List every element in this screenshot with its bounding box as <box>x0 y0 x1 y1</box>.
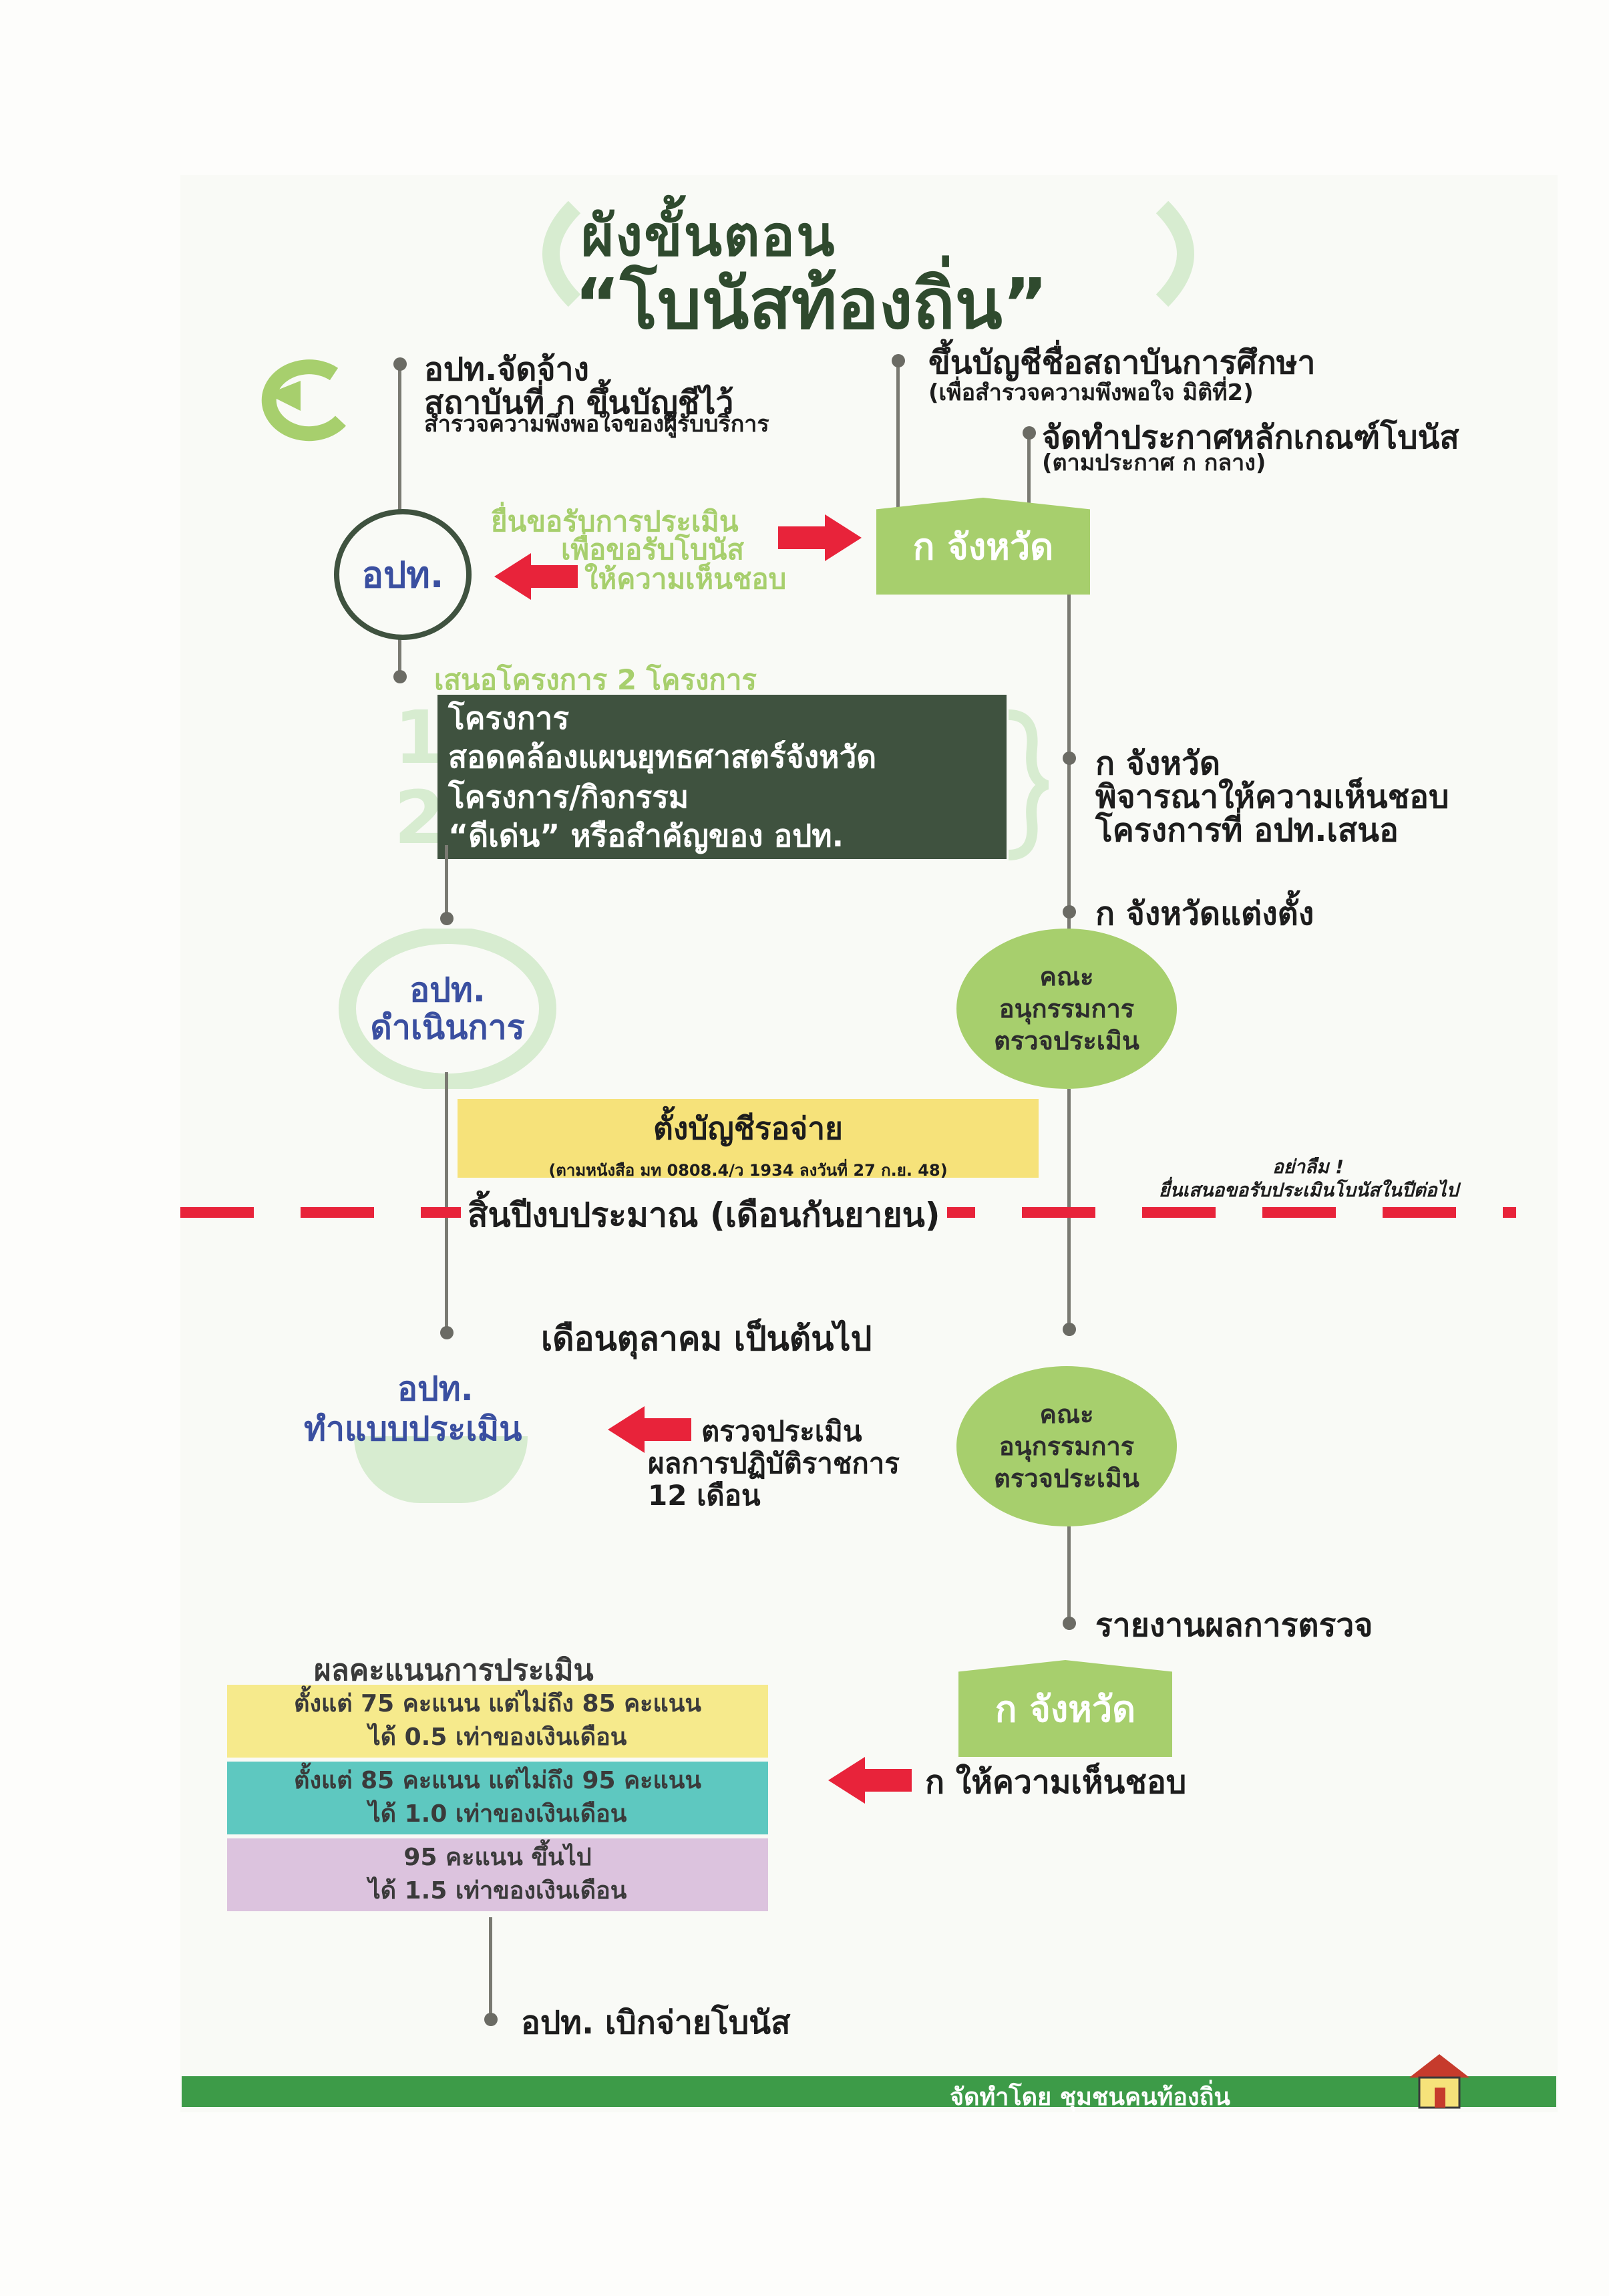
step-announce-line1: จัดทำประกาศหลักเกณฑ์โบนัส <box>1042 419 1459 456</box>
right-flow-line-5 <box>1067 1526 1071 1620</box>
title-left-arc-icon <box>542 200 581 307</box>
committee-circle-2: คณะ อนุกรรมการ ตรวจประเมิน <box>956 1366 1177 1526</box>
score-1-line2: ได้ 0.5 เท่าของเงินเดือน <box>368 1724 627 1751</box>
propose-label: เสนอโครงการ 2 โครงการ <box>434 663 757 696</box>
opt-form-line1: อปท. <box>397 1369 474 1408</box>
opt-form-line2: ทำแบบประเมิน <box>304 1410 522 1448</box>
pay-label: อปท. เบิกจ่ายโบนัส <box>521 2004 791 2041</box>
step-inst-line2: (เพื่อสำรวจความพึงพอใจ มิติที่2) <box>928 379 1254 406</box>
prov-consider-line2: พิจารณาให้ความเห็นชอบ <box>1095 778 1449 816</box>
project-2-line2: “ดีเด่น” หรือสำคัญของ อปท. <box>448 818 844 854</box>
province-box-1: ก จังหวัด <box>876 498 1090 595</box>
arrow-left-icon <box>828 1757 912 1804</box>
left-flow-line-4 <box>489 1917 492 2017</box>
check-line1: ตรวจประเมิน <box>701 1415 862 1448</box>
step1-line3: สำรวจความพึงพอใจของผู้รับบริการ <box>424 411 769 438</box>
province-label: ก จังหวัด <box>912 525 1054 568</box>
title-line2: “โบนัสท้องถิ่น” <box>574 263 1049 345</box>
footer-credit: จัดทำโดย ชุมชนคนท้องถิ่น <box>950 2084 1230 2111</box>
step-announce-line2: (ตามประกาศ ก กลาง) <box>1042 450 1266 476</box>
flow-dot <box>440 912 454 925</box>
opt-operate: อปท. ดำเนินการ <box>347 949 548 1069</box>
flow-dot <box>1023 426 1036 440</box>
flow-dot <box>1063 905 1076 919</box>
right-flow-line-1 <box>896 361 900 511</box>
province-label-2: ก จังหวัด <box>995 1687 1136 1730</box>
budget-line1: ตั้งบัญชีรอจ่าย <box>653 1110 844 1146</box>
province-box-2: ก จังหวัด <box>958 1660 1172 1757</box>
committee2-line2: อนุกรรมการ <box>999 1432 1135 1461</box>
right-flow-line-2 <box>1027 434 1031 508</box>
committee2-line3: ตรวจประเมิน <box>994 1464 1139 1493</box>
opt-operate-line1: อปท. <box>409 971 486 1009</box>
opt-circle: อปท. <box>334 509 472 640</box>
opt-circle-label: อปท. <box>361 554 444 596</box>
flow-dot <box>393 670 407 683</box>
project-1-line1: โครงการ <box>448 700 570 736</box>
scores-title: ผลคะแนนการประเมิน <box>314 1653 594 1687</box>
october-label: เดือนตุลาคม เป็นต้นไป <box>541 1319 872 1358</box>
committee2-line1: คณะ <box>1039 1400 1094 1429</box>
fiscal-end: สิ้นปีงบประมาณ (เดือนกันยายน) <box>461 1189 947 1242</box>
committee-line2: อนุกรรมการ <box>999 994 1135 1023</box>
project-number-2: 2 <box>394 775 445 860</box>
check-line2: ผลการปฏิบัติราชการ <box>648 1447 900 1480</box>
report-label: รายงานผลการตรวจ <box>1095 1607 1373 1644</box>
project-1-line2: สอดคล้องแผนยุทธศาสตร์จังหวัด <box>448 739 877 775</box>
brace-icon <box>1008 709 1049 860</box>
project-2-line1: โครงการ/กิจกรรม <box>448 779 689 815</box>
circular-arrow-icon <box>261 359 347 442</box>
step1-line2: สถาบันที่ ก ขึ้นบัญชีไว้ <box>424 384 734 422</box>
reminder-line1: อย่าลืม ! <box>1272 1156 1345 1178</box>
flow-dot <box>484 2013 498 2026</box>
arrow-right-icon <box>778 514 862 561</box>
house-logo-icon <box>1409 2054 1469 2109</box>
arrow-left-icon <box>494 553 578 600</box>
score-row-3: 95 คะแนน ขึ้นไป ได้ 1.5 เท่าของเงินเดือน <box>227 1838 768 1911</box>
flow-dot <box>393 357 407 371</box>
score-2-line1: ตั้งแต่ 85 คะแนน แต่ไม่ถึง 95 คะแนน <box>294 1767 701 1794</box>
score-3-line1: 95 คะแนน ขึ้นไป <box>403 1844 592 1871</box>
flow-dot <box>892 354 905 367</box>
step1-line1: อปท.จัดจ้าง <box>424 351 589 388</box>
committee-circle-1: คณะ อนุกรรมการ ตรวจประเมิน <box>956 929 1177 1089</box>
flow-dot <box>1063 1617 1076 1630</box>
submit-line3: ให้ความเห็นชอบ <box>584 562 787 595</box>
submit-line2: เพื่อขอรับโบนัส <box>561 533 744 566</box>
arrow-left-icon <box>608 1406 691 1453</box>
score-2-line2: ได้ 1.0 เท่าของเงินเดือน <box>368 1800 627 1828</box>
score-1-line1: ตั้งแต่ 75 คะแนน แต่ไม่ถึง 85 คะแนน <box>294 1690 701 1717</box>
step-inst-line1: ขึ้นบัญชีชื่อสถาบันการศึกษา <box>928 344 1316 381</box>
reminder-line2: ยื่นเสนอขอรับประเมินโบนัสในปีต่อไป <box>1159 1179 1459 1201</box>
title-right-arc-icon <box>1155 200 1194 307</box>
approve-label: ก ให้ความเห็นชอบ <box>925 1764 1187 1801</box>
score-3-line2: ได้ 1.5 เท่าของเงินเดือน <box>368 1877 627 1905</box>
project-box-1: โครงการ สอดคล้องแผนยุทธศาสตร์จังหวัด <box>437 695 1007 780</box>
left-flow-line-2 <box>445 845 448 919</box>
left-flow-line-3 <box>445 1072 448 1333</box>
committee-line3: ตรวจประเมิน <box>994 1026 1139 1055</box>
check-line3: 12 เดือน <box>648 1479 761 1512</box>
prov-appoint: ก จังหวัดแต่งตั้ง <box>1095 895 1314 933</box>
project-box-2: โครงการ/กิจกรรม “ดีเด่น” หรือสำคัญของ อป… <box>437 774 1007 859</box>
flow-dot <box>1063 1323 1076 1336</box>
prov-consider-line3: โครงการที่ อปท.เสนอ <box>1095 812 1399 849</box>
title-line1: ผังขั้นตอน <box>581 203 836 269</box>
submit-line1: ยื่นขอรับการประเมิน <box>491 505 739 538</box>
flow-dot <box>440 1326 454 1339</box>
footer-bar: จัดทำโดย ชุมชนคนท้องถิ่น <box>182 2076 1556 2111</box>
score-row-1: ตั้งแต่ 75 คะแนน แต่ไม่ถึง 85 คะแนน ได้ … <box>227 1685 768 1758</box>
prov-consider-line1: ก จังหวัด <box>1095 745 1221 782</box>
score-row-2: ตั้งแต่ 85 คะแนน แต่ไม่ถึง 95 คะแนน ได้ … <box>227 1762 768 1834</box>
budget-box: ตั้งบัญชีรอจ่าย (ตามหนังสือ มท 0808.4/ว … <box>458 1099 1039 1180</box>
committee-line1: คณะ <box>1039 962 1094 991</box>
budget-line2: (ตามหนังสือ มท 0808.4/ว 1934 ลงวันที่ 27… <box>548 1161 948 1180</box>
flow-dot <box>1063 752 1076 765</box>
opt-operate-line2: ดำเนินการ <box>370 1008 525 1047</box>
project-number-1: 1 <box>394 695 445 780</box>
right-flow-line-3 <box>1067 595 1071 955</box>
